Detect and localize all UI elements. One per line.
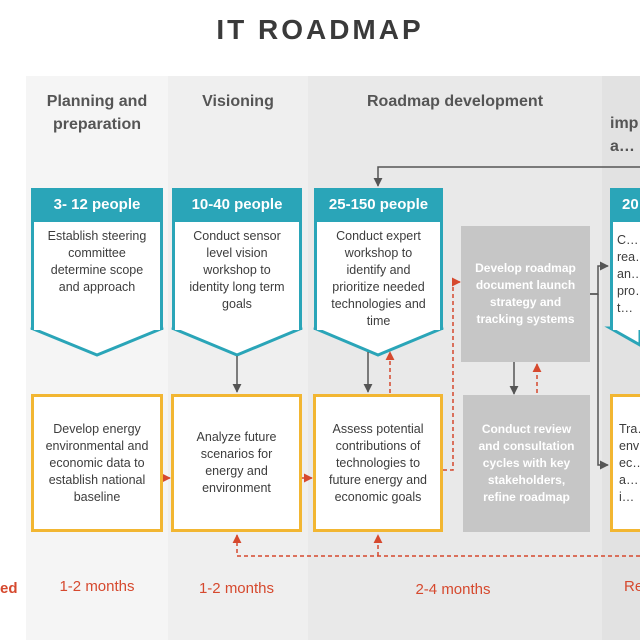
gray-box-roadmap-document: Develop roadmap document launch strategy… [461,226,590,362]
duration-visioning: 1-2 months [198,580,275,597]
people-header-3: 25-150 people [314,188,443,222]
page-title: IT ROADMAP [216,14,424,45]
top-box-4: C… rea… an… pro… t… [610,222,640,330]
arrow-to-implementation-lower [597,294,609,470]
chevron-4 [604,326,640,347]
top-box-4-text: C… rea… an… pro… t… [617,233,640,315]
phase-planning: Planning and preparation [46,93,148,133]
people-header-4: 20… [610,188,640,222]
column-implementation-bg [602,76,640,640]
phase-roadmap-development: Roadmap development [366,93,544,110]
top-box-3-text: Conduct expert workshop to identify and … [331,229,426,328]
bottom-box-2: Analyze future scenarios for energy and … [171,394,302,532]
bottom-box-1-text: Develop energy environmental and economi… [45,421,149,504]
gray-box-review-cycles: Conduct review and consultation cycles w… [463,395,590,532]
top-loop-arrow [373,166,640,187]
chevron-1 [30,326,164,357]
people-header-2: 10-40 people [172,188,302,222]
chevron-3 [313,326,444,357]
column-visioning-bg [168,76,308,640]
top-box-2: Conduct sensor level vision workshop to … [172,222,302,330]
duration-planning: 1-2 months [59,578,135,595]
gray-box-roadmap-document-text: Develop roadmap document launch strategy… [475,261,576,326]
bottom-box-4: Tra… env… ec… a… i… [610,394,640,532]
duration-right-cut: Re… [624,578,640,595]
arrow-to-implementation [590,261,609,295]
people-header-1: 3- 12 people [31,188,163,222]
phase-visioning: Visioning [202,93,274,110]
duration-development: 2-4 months [415,581,491,598]
chevron-2 [171,326,303,357]
dashed-bottom-loop [232,534,640,557]
bottom-box-1: Develop energy environmental and economi… [31,394,163,532]
bottom-box-4-text: Tra… env… ec… a… i… [619,421,640,504]
top-box-1-text: Establish steering committee determine s… [47,229,147,294]
top-box-2-text: Conduct sensor level vision workshop to … [189,229,285,311]
bottom-box-3-text: Assess potential contributions of techno… [329,421,427,504]
column-planning-bg [26,76,168,640]
top-box-3: Conduct expert workshop to identify and … [314,222,443,330]
bottom-box-3: Assess potential contributions of techno… [313,394,443,532]
dashed-to-gray [443,277,461,471]
top-box-1: Establish steering committee determine s… [31,222,163,330]
duration-left-cut: ed [0,580,18,597]
gray-box-review-cycles-text: Conduct review and consultation cycles w… [478,422,575,504]
phase-implementation: imp… a… [610,115,640,155]
bottom-box-2-text: Analyze future scenarios for energy and … [196,430,277,495]
